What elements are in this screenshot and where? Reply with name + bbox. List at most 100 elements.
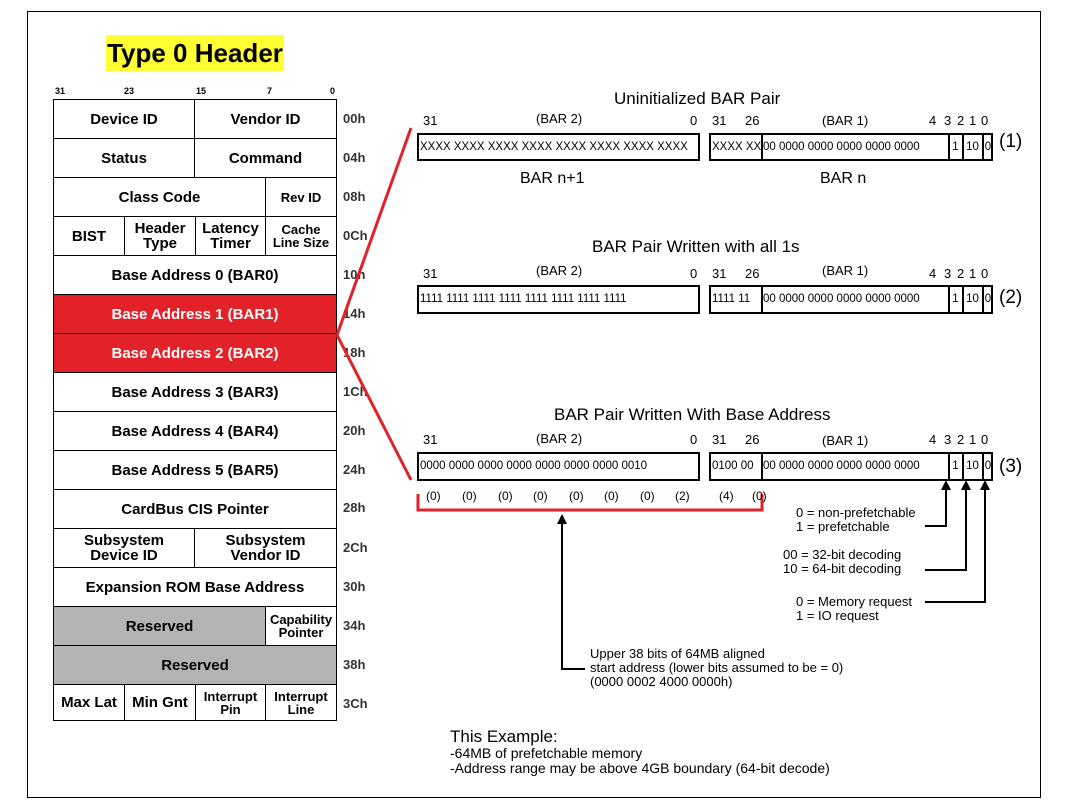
arrow-decoding — [925, 488, 967, 571]
pair3-lower-register: 0100 00 00 0000 0000 0000 0000 0000 1 10… — [709, 452, 993, 481]
cell-cardbus-cis: CardBus CIS Pointer — [53, 489, 337, 529]
cell-header-type: Header Type — [124, 216, 196, 256]
offset-20h: 20h — [343, 423, 366, 438]
offset-00h: 00h — [343, 111, 366, 126]
cell-reserved-38: Reserved — [53, 645, 337, 685]
offset-14h: 14h — [343, 306, 366, 321]
offset-34h: 34h — [343, 618, 366, 633]
pair2-bit4: 4 — [929, 266, 937, 281]
pair1-bar1-label: (BAR 1) — [822, 113, 869, 128]
cell-command: Command — [194, 138, 337, 178]
pair2-title: BAR Pair Written with all 1s — [592, 237, 800, 256]
bit-number-7: 7 — [267, 86, 273, 96]
arrowhead-prefetchable — [941, 480, 951, 490]
cell-class-code: Class Code — [53, 177, 266, 217]
offset-08h: 08h — [343, 189, 366, 204]
pair3-lower-zero-bits: 00 0000 0000 0000 0000 0000 — [762, 454, 950, 479]
cell-bar5: Base Address 5 (BAR5) — [53, 450, 337, 490]
pair2-bar2-label: (BAR 2) — [536, 263, 583, 278]
arrowhead-request-type — [980, 480, 990, 490]
nibble-value: (0) — [569, 489, 584, 503]
pair2-number: (2) — [999, 287, 1023, 308]
nibble-value: (4) — [719, 489, 734, 503]
pair1-bit4: 4 — [929, 113, 937, 128]
bit-number-0: 0 — [330, 86, 336, 96]
nibble-value: (0) — [462, 489, 477, 503]
pair1-bit3: 3 — [944, 113, 952, 128]
arrow-upper-bits — [561, 522, 585, 670]
connector-line-lower — [335, 334, 413, 481]
pair1-upper-register: XXXX XXXX XXXX XXXX XXXX XXXX XXXX XXXX — [417, 133, 700, 161]
cell-interrupt-pin: Interrupt Pin — [195, 684, 266, 721]
offset-3ch: 3Ch — [343, 696, 368, 711]
pair2-bit1: 1 — [969, 266, 977, 281]
cell-rev-id: Rev ID — [265, 177, 337, 217]
pair2-lower-zero-bits: 00 0000 0000 0000 0000 0000 — [762, 287, 950, 312]
note-upper-bits: Upper 38 bits of 64MB aligned start addr… — [590, 647, 843, 689]
pair1-bit0-lower: 0 — [981, 113, 989, 128]
pair3-bar2-label: (BAR 2) — [536, 431, 583, 446]
nibble-value: (0) — [426, 489, 441, 503]
example-line2: -Address range may be above 4GB boundary… — [450, 760, 830, 776]
example-block: This Example: -64MB of prefetchable memo… — [450, 728, 830, 776]
pair3-bit1: 1 — [969, 432, 977, 447]
pair1-io-bit: 0 — [984, 141, 992, 153]
pair3-bit3: 3 — [944, 432, 952, 447]
example-line1: -64MB of prefetchable memory — [450, 745, 643, 761]
pair2-type-bits: 10 — [963, 287, 984, 312]
pair3-io-bit: 0 — [984, 460, 992, 472]
pair3-bit31-upper: 31 — [423, 432, 438, 447]
upper-bits-bracket — [416, 494, 764, 512]
pair3-lower-addr-bits: 0100 00 — [711, 454, 763, 479]
pair1-bit2: 2 — [957, 113, 965, 128]
pair2-bit0-upper: 0 — [690, 266, 698, 281]
note-decoding: 00 = 32-bit decoding 10 = 64-bit decodin… — [783, 548, 901, 576]
diagram-frame — [27, 11, 1041, 798]
pair1-bit31-lower: 31 — [712, 113, 727, 128]
arrow-prefetchable — [925, 488, 947, 527]
offset-28h: 28h — [343, 500, 366, 515]
pair3-prefetch-bit: 1 — [949, 454, 964, 479]
cell-bar4: Base Address 4 (BAR4) — [53, 411, 337, 451]
offset-0ch: 0Ch — [343, 228, 368, 243]
bit-number-15: 15 — [196, 86, 207, 96]
offset-24h: 24h — [343, 462, 366, 477]
pair3-bit26: 26 — [745, 432, 760, 447]
nibble-value: (0) — [498, 489, 513, 503]
pair2-lower-addr-bits: 1111 11 — [711, 287, 763, 312]
pair3-bit0-lower: 0 — [981, 432, 989, 447]
nibble-value: (0) — [640, 489, 655, 503]
note-prefetch-0: 0 = non-prefetchable — [796, 505, 916, 520]
nibble-value: (2) — [675, 489, 690, 503]
offset-04h: 04h — [343, 150, 366, 165]
pair1-bar-n-plus-1: BAR n+1 — [520, 170, 585, 187]
note-decoding-32: 00 = 32-bit decoding — [783, 547, 902, 562]
cell-subsystem-vendor-id: Subsystem Vendor ID — [194, 528, 337, 568]
pair1-bar-n: BAR n — [820, 170, 867, 187]
note-request-io: 1 = IO request — [796, 608, 879, 623]
pair2-bit26: 26 — [745, 266, 760, 281]
arrowhead-decoding — [961, 480, 971, 490]
note-request: 0 = Memory request 1 = IO request — [796, 595, 912, 623]
pair3-bar1-label: (BAR 1) — [822, 433, 869, 448]
pair2-bit3: 3 — [944, 266, 952, 281]
pair1-lower-register: XXXX XX 00 0000 0000 0000 0000 0000 1 10… — [709, 133, 993, 161]
pair2-bit0-lower: 0 — [981, 266, 989, 281]
pair1-bit26: 26 — [745, 113, 760, 128]
cell-interrupt-line: Interrupt Line — [265, 684, 337, 721]
offset-38h: 38h — [343, 657, 366, 672]
pair3-upper-register: 0000 0000 0000 0000 0000 0000 0000 0010 — [417, 452, 700, 481]
pair1-bar2-label: (BAR 2) — [536, 111, 583, 126]
pair1-number: (1) — [999, 131, 1023, 152]
cell-vendor-id: Vendor ID — [194, 99, 337, 139]
pair1-type-bits: 10 — [963, 135, 984, 159]
pair2-io-bit: 0 — [984, 293, 992, 305]
arrowhead-upper-bits — [557, 514, 567, 524]
offset-2ch: 2Ch — [343, 540, 368, 555]
cell-bar3: Base Address 3 (BAR3) — [53, 372, 337, 412]
pair1-bit0-upper: 0 — [690, 113, 698, 128]
cell-bist: BIST — [53, 216, 125, 256]
note-upper-bits-line3: (0000 0002 4000 0000h) — [590, 674, 733, 689]
nibble-value: (0) — [752, 489, 767, 503]
